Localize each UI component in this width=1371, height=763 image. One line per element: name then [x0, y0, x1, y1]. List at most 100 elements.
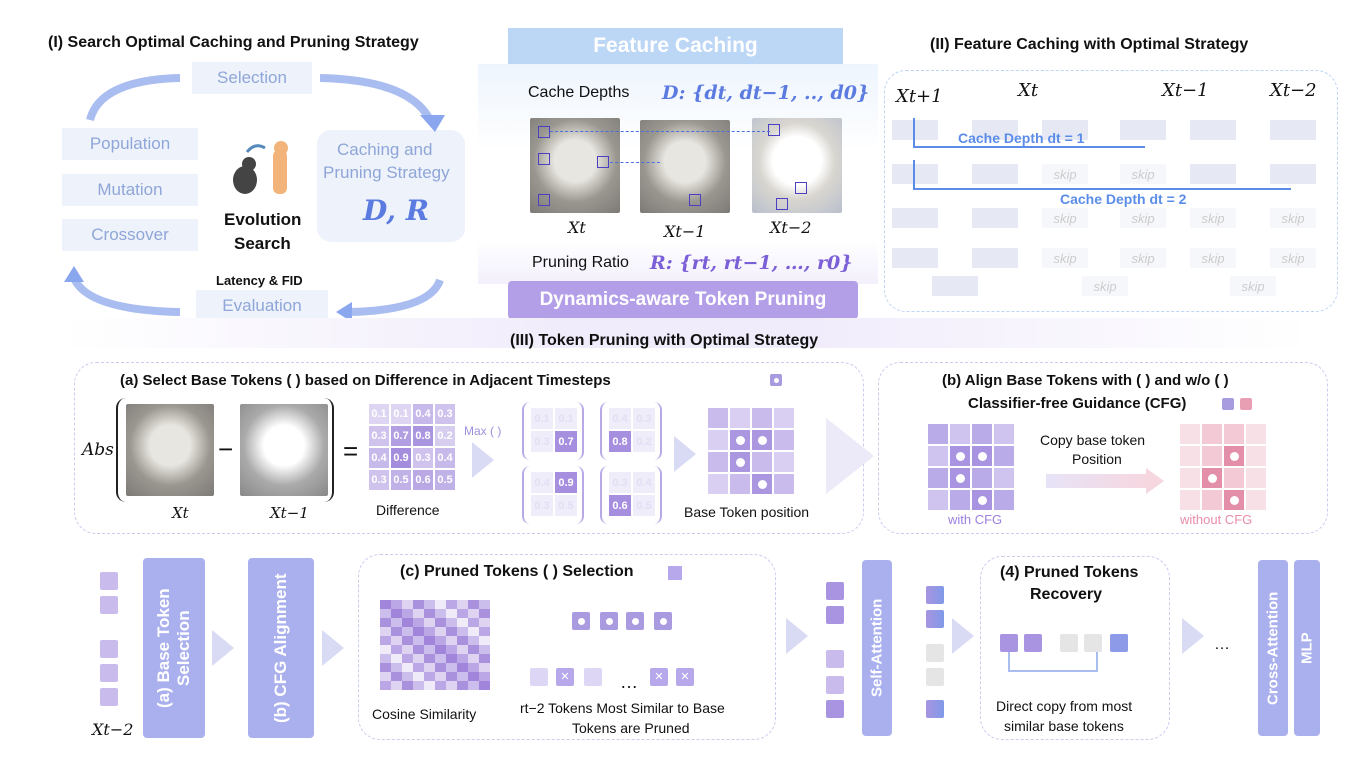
cosine-cell: [391, 609, 402, 618]
base-token-cell: [730, 452, 750, 472]
without-cfg-label: without CFG: [1180, 512, 1253, 527]
cosine-cell: [391, 645, 402, 654]
cfg-token-cell: [928, 468, 948, 488]
unet-block: [972, 208, 1018, 228]
base-token-dot: [977, 451, 987, 461]
base-token-cell: [708, 430, 728, 450]
arrow-icon: [1182, 618, 1204, 654]
unet-block: [972, 164, 1018, 184]
feature-caching-banner: Feature Caching: [508, 28, 843, 64]
without-cfg-grid: [1180, 424, 1266, 510]
cfg-token-cell: [928, 424, 948, 444]
cfg-token-cell: [950, 468, 970, 488]
cosine-cell: [468, 654, 479, 663]
arrow-icon: [322, 630, 344, 666]
max-label: Max ( ): [464, 424, 502, 438]
panel-a-title: (a) Select Base Tokens ( ) based on Diff…: [120, 372, 611, 389]
cfg-token-cell: [950, 446, 970, 466]
cosine-cell: [468, 600, 479, 609]
candidate-token: [530, 668, 548, 686]
cosine-cell: [424, 636, 435, 645]
max-pool-cell: 0.2: [633, 431, 655, 452]
cosine-similarity-matrix: [380, 600, 490, 690]
img-label-xt-2: Xt−2: [770, 218, 812, 237]
cosine-cell: [391, 663, 402, 672]
base-token-icon: [770, 374, 782, 386]
cosine-cell: [402, 609, 413, 618]
arrow-icon: [952, 618, 974, 654]
max-pool-cell: 0.3: [609, 472, 631, 493]
mutation-box: Mutation: [62, 174, 198, 206]
cosine-cell: [380, 618, 391, 627]
attention-token: [826, 582, 844, 600]
cosine-cell: [468, 636, 479, 645]
skip-block: skip: [1190, 248, 1236, 268]
base-token-dot: [735, 435, 745, 445]
cosine-cell: [391, 618, 402, 627]
attention-token: [826, 700, 844, 718]
copy-arrow: [1046, 474, 1146, 488]
pruned-token-icon: [668, 566, 682, 580]
base-token-dot: [757, 435, 767, 445]
cosine-cell: [457, 609, 468, 618]
nocfg-token-cell: [1246, 446, 1266, 466]
attention-token: [826, 650, 844, 668]
cosine-cell: [446, 672, 457, 681]
base-token-dot: [659, 617, 667, 625]
cosine-cell: [457, 618, 468, 627]
max-pool-cell: 0.5: [555, 495, 577, 516]
base-token-cell: [752, 430, 772, 450]
cosine-cell: [479, 600, 490, 609]
cosine-cell: [446, 600, 457, 609]
cosine-cell: [446, 663, 457, 672]
base-token-nocfg-icon: [1240, 398, 1252, 410]
candidate-token: ✕: [676, 668, 694, 686]
image-xt: [126, 404, 214, 496]
cfg-token-cell: [928, 490, 948, 510]
cosine-cell: [402, 600, 413, 609]
skip-block: skip: [1042, 208, 1088, 228]
patch-marker: [538, 153, 550, 165]
equals-sign: =: [343, 436, 359, 466]
copy-caption-2: Position: [1072, 451, 1122, 467]
cosine-cell: [468, 618, 479, 627]
cosine-cell: [457, 672, 468, 681]
base-token-cell: [708, 452, 728, 472]
difference-cell: 0.9: [391, 448, 411, 468]
recovery-token: [1000, 634, 1018, 652]
cosine-cell: [479, 645, 490, 654]
cosine-cell: [479, 672, 490, 681]
cfg-token-cell: [972, 424, 992, 444]
skip-block: skip: [1270, 208, 1316, 228]
search-label: Search: [234, 234, 291, 253]
difference-cell: 0.2: [435, 426, 455, 446]
base-token-dot: [735, 457, 745, 467]
cosine-cell: [424, 645, 435, 654]
recovery-title-2: Recovery: [1030, 586, 1103, 603]
cosine-cell: [457, 663, 468, 672]
xt-label: Xt: [172, 504, 189, 522]
attention-token: [826, 676, 844, 694]
patch-marker: [795, 182, 807, 194]
skip-block: skip: [1120, 208, 1166, 228]
difference-cell: 0.3: [413, 448, 433, 468]
difference-cell: 0.6: [413, 470, 433, 490]
pruning-ratio-label: Pruning Ratio: [532, 254, 629, 271]
cache-link: [610, 162, 660, 163]
base-token-dot: [977, 495, 987, 505]
cosine-cell: [446, 654, 457, 663]
cosine-cell: [424, 627, 435, 636]
cosine-cell: [402, 654, 413, 663]
nocfg-token-cell: [1224, 424, 1244, 444]
base-token-position-label: Base Token position: [684, 504, 810, 520]
base-token-cell: [730, 408, 750, 428]
unet-block: [932, 276, 978, 296]
xt-2-label: Xt−2: [92, 720, 134, 739]
cosine-cell: [468, 663, 479, 672]
difference-cell: 0.5: [391, 470, 411, 490]
unet-block: [892, 164, 938, 184]
cosine-cell: [468, 681, 479, 690]
